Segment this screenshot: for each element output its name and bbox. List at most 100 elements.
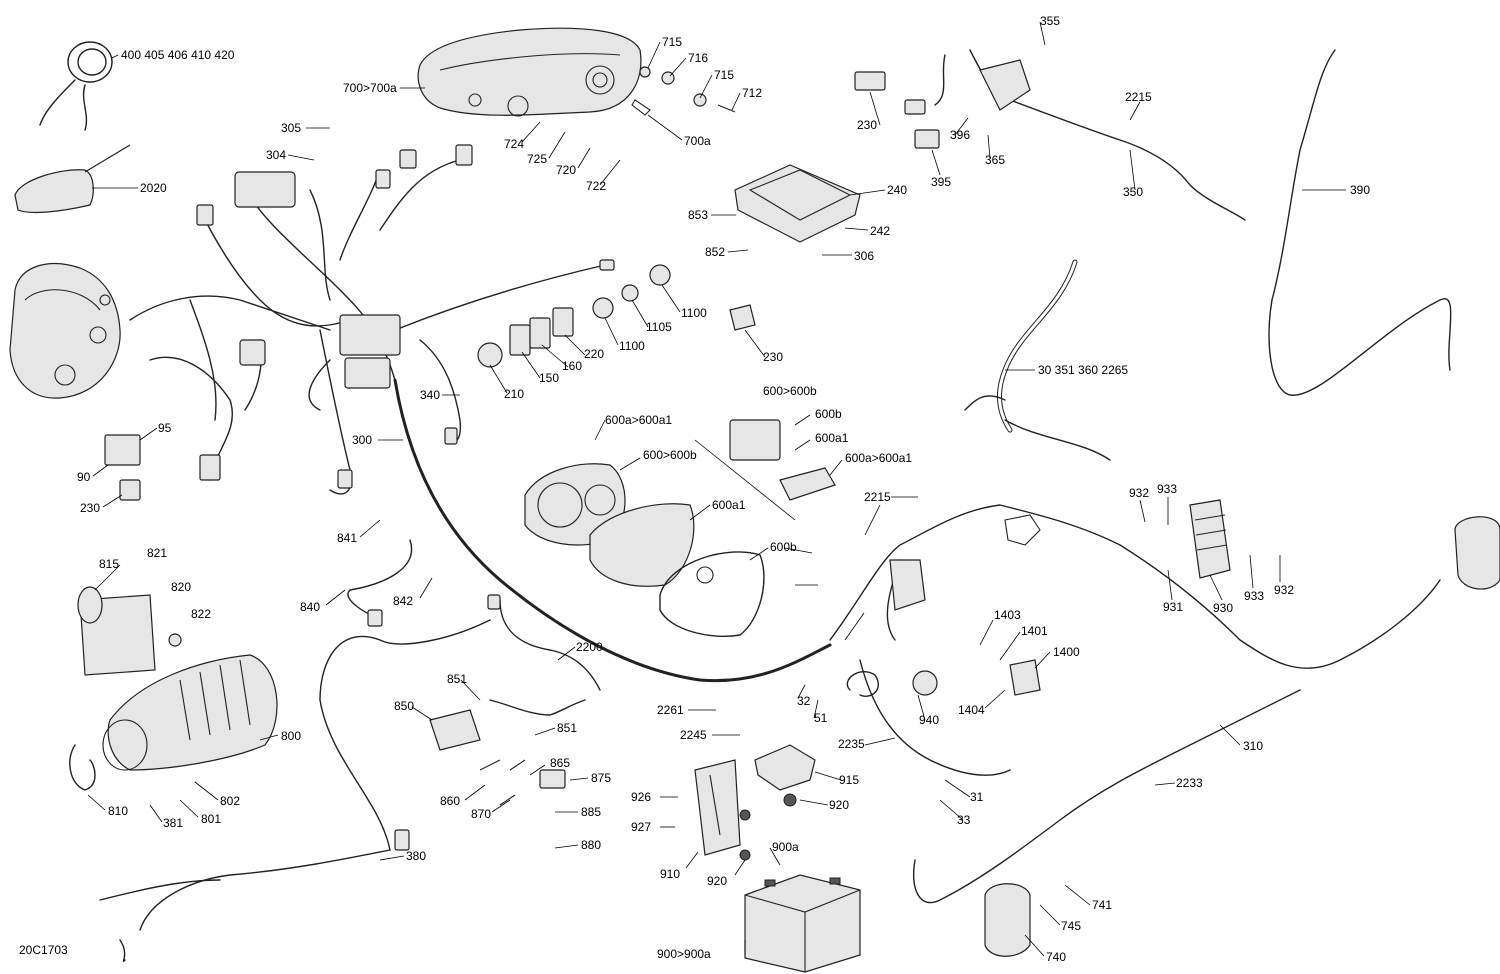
callout-400: 400 405 406 410 420 xyxy=(121,48,235,62)
callout-2233: 2233 xyxy=(1176,776,1203,790)
callout-820: 820 xyxy=(171,580,192,594)
callout-210: 210 xyxy=(504,387,525,401)
callout-875: 875 xyxy=(591,771,612,785)
callout-802: 802 xyxy=(220,794,241,808)
callout-740: 740 xyxy=(1046,950,1067,964)
switch-cluster xyxy=(104,264,756,501)
callout-932: 932 xyxy=(1129,486,1150,500)
callout-90: 90 xyxy=(77,470,91,484)
callout-851: 851 xyxy=(447,672,468,686)
callout-600a-600a1-b: 600a>600a1 xyxy=(845,451,913,465)
callout-395: 395 xyxy=(931,175,952,189)
callout-150: 150 xyxy=(539,371,560,385)
callout-2200: 2200 xyxy=(576,640,603,654)
leader-lines xyxy=(87,21,1346,957)
headlight-top-700 xyxy=(417,27,736,117)
callout-355: 355 xyxy=(1040,14,1061,28)
callout-933: 933 xyxy=(1157,482,1178,496)
callout-841: 841 xyxy=(337,531,358,545)
callout-305: 305 xyxy=(281,121,302,135)
callout-2245: 2245 xyxy=(680,728,707,742)
battery-bracket-910 xyxy=(694,744,816,861)
callout-822: 822 xyxy=(191,607,212,621)
callout-724: 724 xyxy=(504,137,525,151)
callout-600-600b: 600>600b xyxy=(643,448,697,462)
battery-900 xyxy=(744,874,861,973)
callout-915: 915 xyxy=(839,773,860,787)
callout-1400: 1400 xyxy=(1053,645,1080,659)
callout-920-b: 920 xyxy=(707,874,728,888)
callout-240: 240 xyxy=(887,183,908,197)
gauge-cluster-600 xyxy=(524,419,836,637)
callout-722: 722 xyxy=(586,179,607,193)
callout-2020: 2020 xyxy=(140,181,167,195)
callout-350: 350 xyxy=(1123,185,1144,199)
winch-800 xyxy=(69,586,278,791)
callout-1105: 1105 xyxy=(646,320,672,334)
callout-920: 920 xyxy=(829,798,850,812)
solenoid-850 xyxy=(429,699,586,806)
callout-801: 801 xyxy=(201,812,222,826)
callout-1100-b: 1100 xyxy=(619,339,645,353)
callout-725: 725 xyxy=(527,152,548,166)
callout-715: 715 xyxy=(662,35,683,49)
tail-lights xyxy=(984,516,1500,957)
callout-304: 304 xyxy=(266,148,287,162)
callout-700a: 700a xyxy=(684,134,711,148)
callout-2235: 2235 xyxy=(838,737,865,751)
callout-716: 716 xyxy=(688,51,709,65)
callout-885: 885 xyxy=(581,805,602,819)
callout-720: 720 xyxy=(556,163,577,177)
callout-840: 840 xyxy=(300,600,321,614)
callout-242: 242 xyxy=(870,224,891,238)
callout-821: 821 xyxy=(147,546,168,560)
callout-340: 340 xyxy=(420,388,441,402)
callout-926: 926 xyxy=(631,790,652,804)
main-wiring-harness-300 xyxy=(129,144,832,683)
callout-700-700a: 700>700a xyxy=(343,81,397,95)
callout-396: 396 xyxy=(950,128,971,142)
callout-600b: 600b xyxy=(815,407,842,421)
diagram-code: 20C1703 xyxy=(19,943,68,957)
headlight-left xyxy=(9,263,121,399)
callout-745: 745 xyxy=(1061,919,1082,933)
callout-712: 712 xyxy=(742,86,763,100)
voltage-regulator-930 xyxy=(1189,499,1231,579)
callout-842: 842 xyxy=(393,594,414,608)
callout-930: 930 xyxy=(1213,601,1234,615)
callout-851-b: 851 xyxy=(557,721,578,735)
cable-390 xyxy=(1268,49,1452,396)
callout-30-351-360-2265: 30 351 360 2265 xyxy=(1038,363,1129,377)
accessory-harness-840 xyxy=(99,539,601,962)
callout-390: 390 xyxy=(1350,183,1371,197)
callout-900-900a: 900>900a xyxy=(657,947,711,961)
callout-900a: 900a xyxy=(772,840,799,854)
sensor-1400 xyxy=(846,659,1041,697)
callout-933-b: 933 xyxy=(1244,589,1265,603)
callout-852: 852 xyxy=(705,245,726,259)
callout-600-600b-b: 600>600b xyxy=(763,384,817,398)
callout-880: 880 xyxy=(581,838,602,852)
callout-815: 815 xyxy=(99,557,120,571)
callout-306: 306 xyxy=(854,249,875,263)
headlamp-ring-400 xyxy=(39,41,113,131)
callout-600b-b: 600b xyxy=(770,540,797,554)
callout-853: 853 xyxy=(688,208,709,222)
hose-30 xyxy=(964,259,1111,461)
callout-230-c: 230 xyxy=(80,501,101,515)
callout-300: 300 xyxy=(352,433,373,447)
callout-2215-b: 2215 xyxy=(864,490,891,504)
callout-220: 220 xyxy=(584,347,605,361)
callout-600a1: 600a1 xyxy=(815,431,849,445)
callout-381: 381 xyxy=(163,816,184,830)
callout-860: 860 xyxy=(440,794,461,808)
callout-2261: 2261 xyxy=(657,703,684,717)
callout-31: 31 xyxy=(970,790,984,804)
callout-160: 160 xyxy=(562,359,583,373)
callout-910: 910 xyxy=(660,867,681,881)
callout-230-a: 230 xyxy=(857,118,878,132)
callout-2215-a: 2215 xyxy=(1125,90,1152,104)
callout-51: 51 xyxy=(814,711,828,725)
key-fob-2020 xyxy=(14,144,131,214)
